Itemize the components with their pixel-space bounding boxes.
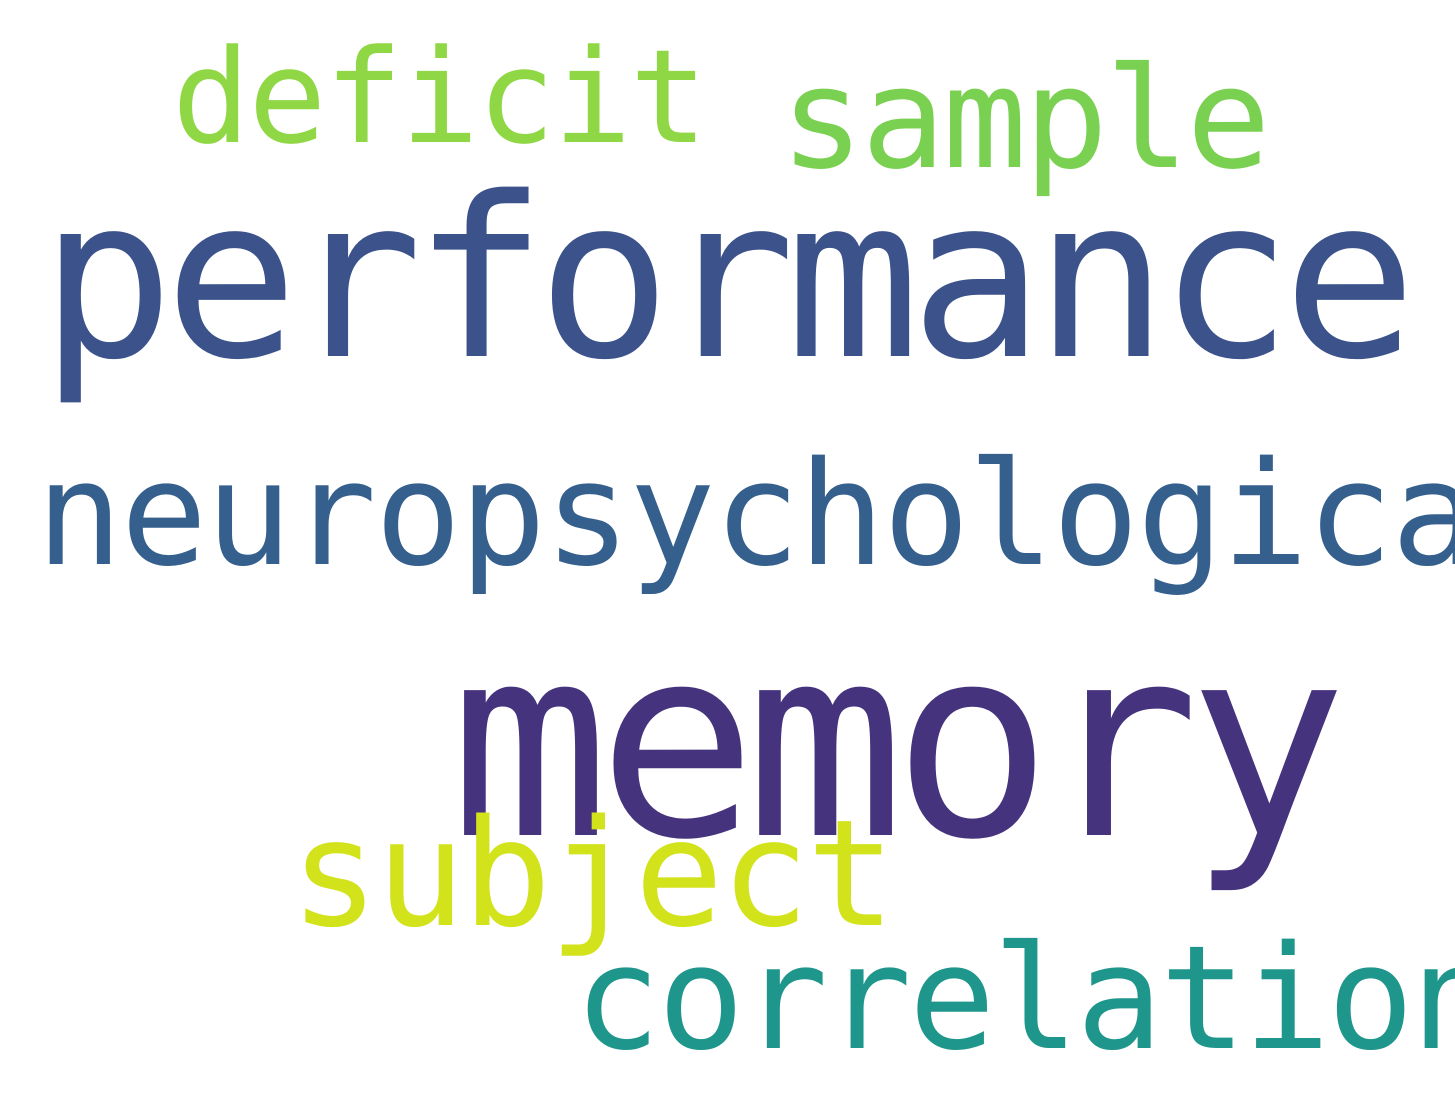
word-correlation: correlation [574, 914, 1455, 1082]
word-memory: memory [450, 590, 1347, 898]
word-performance: performance [40, 149, 1417, 409]
word-neuropsychological: neuropsychological [36, 430, 1455, 598]
word-subject: subject [290, 788, 896, 960]
word-sample: sample [780, 38, 1271, 201]
word-deficit: deficit [172, 21, 708, 173]
